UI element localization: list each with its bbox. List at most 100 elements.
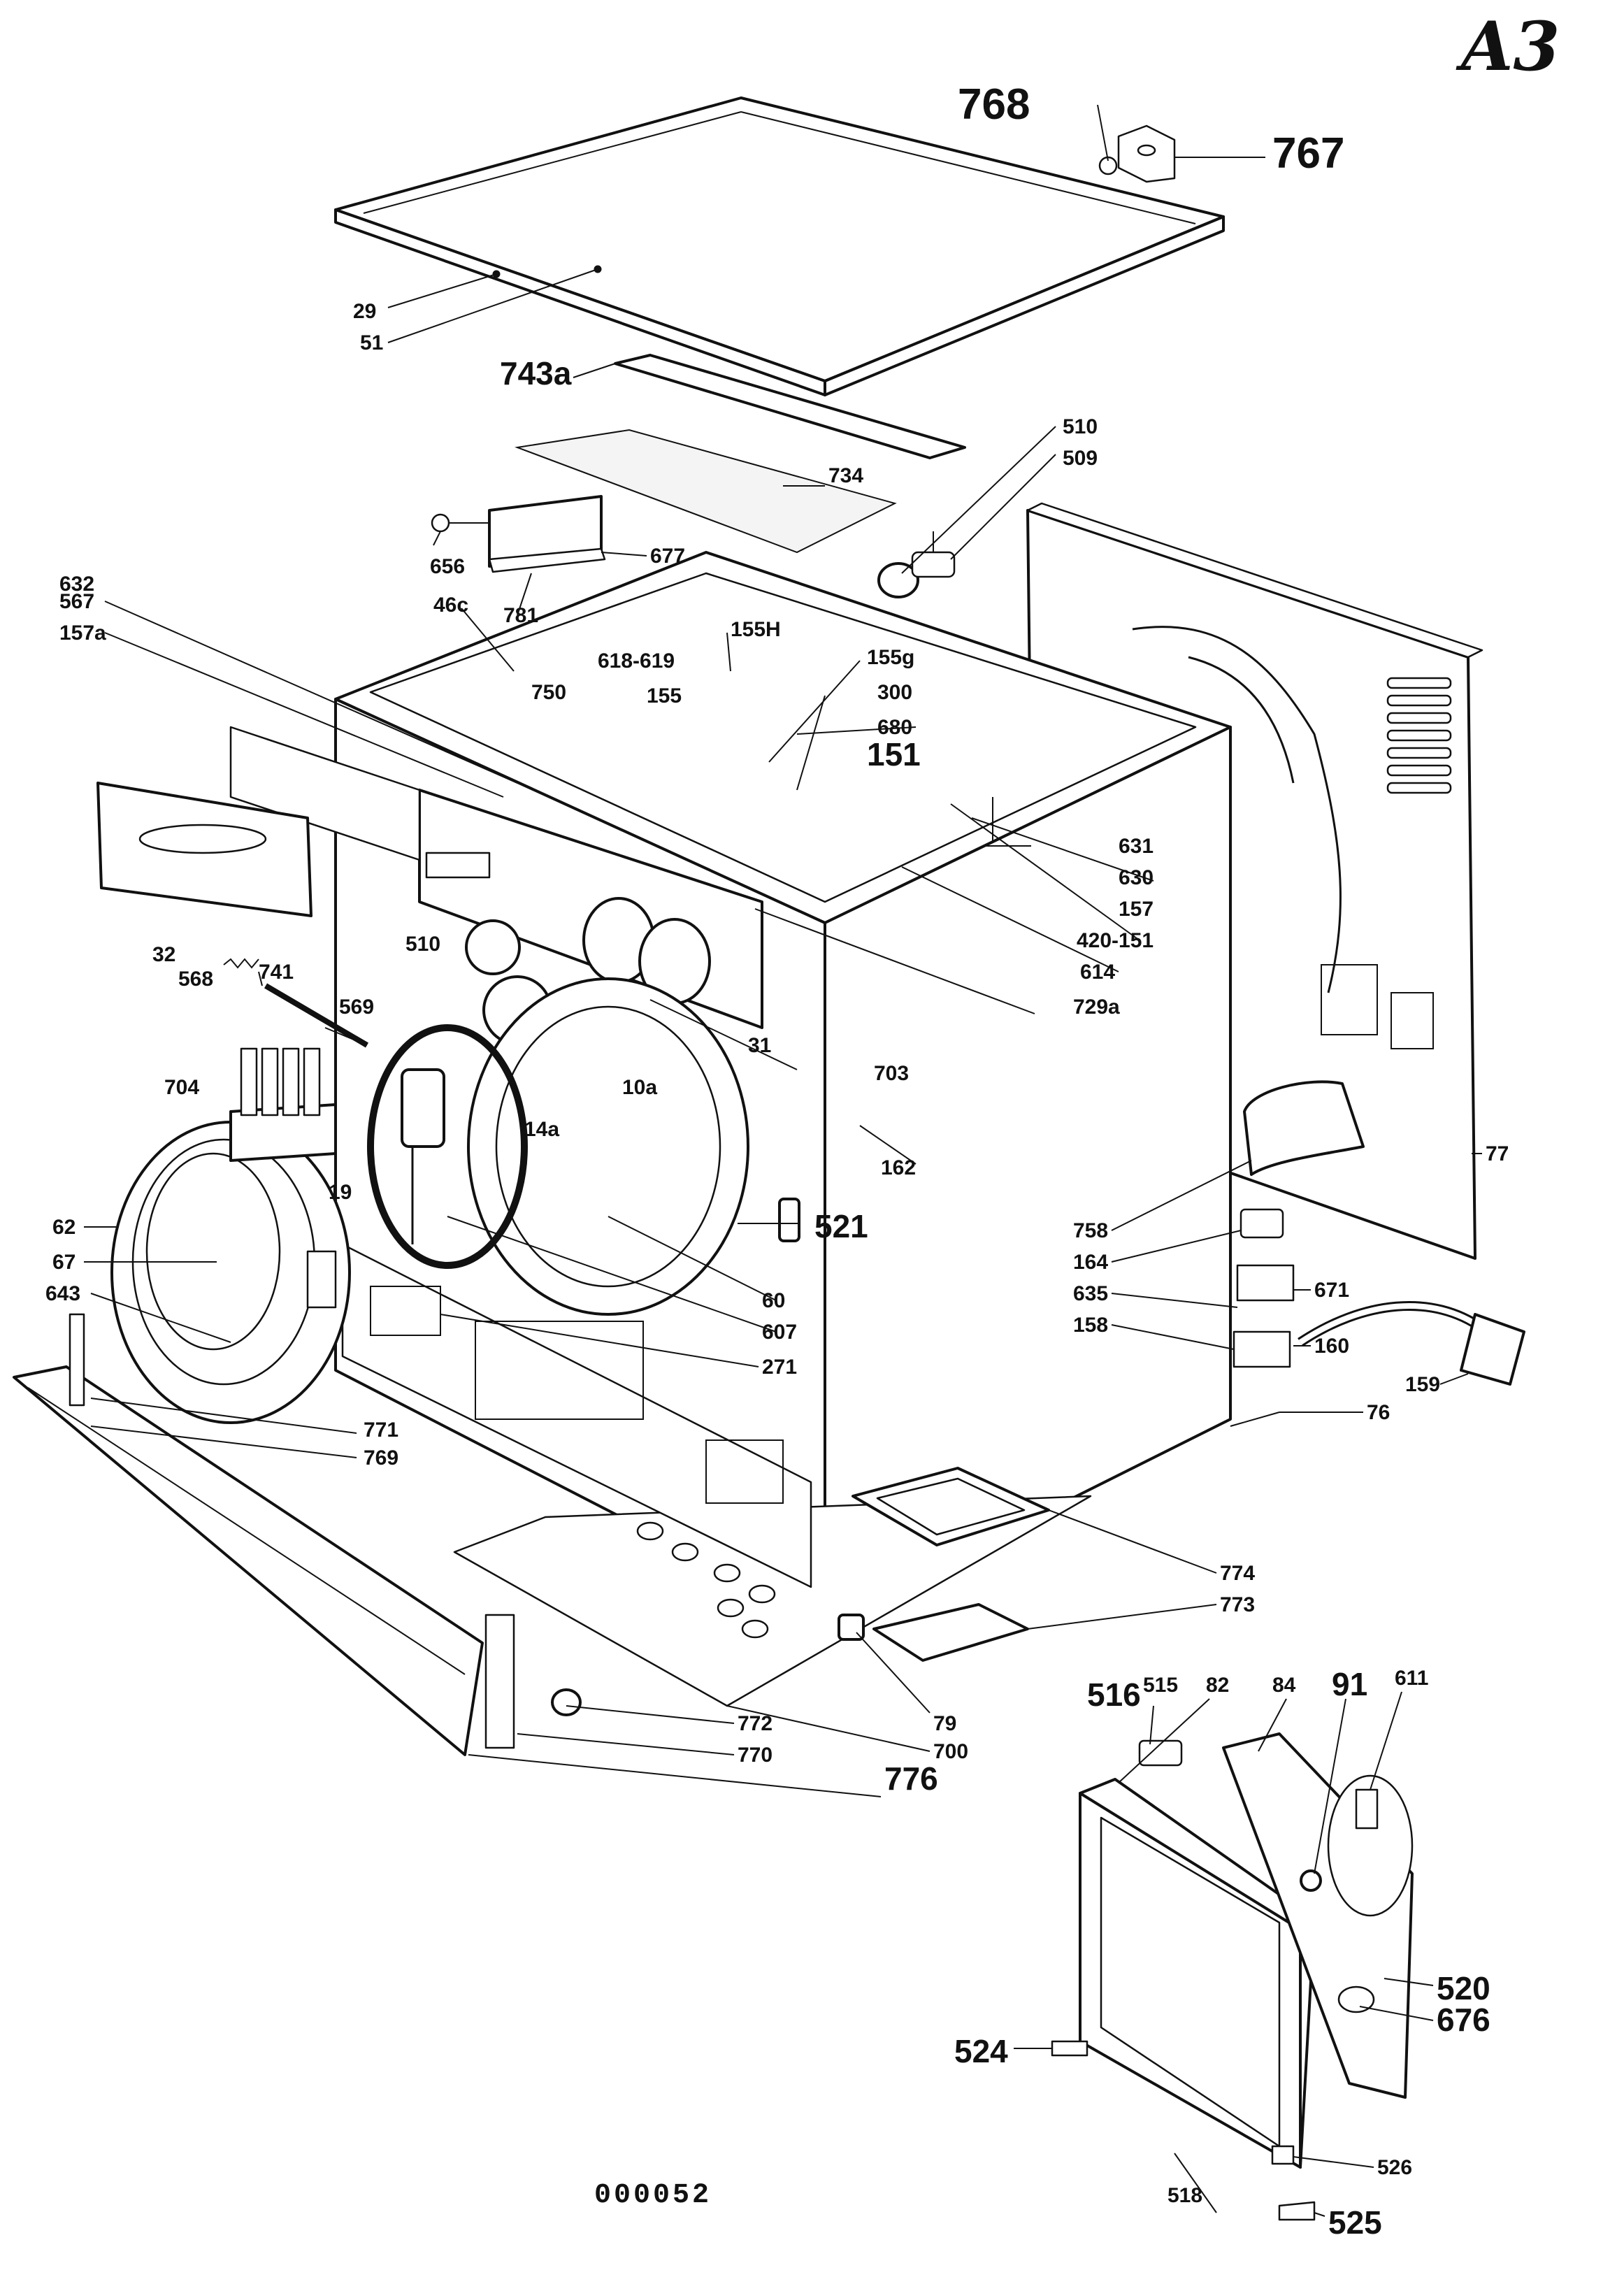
callout-772: 772 (738, 1712, 773, 1735)
door-seal (367, 1024, 528, 1269)
rear-vents (1386, 677, 1452, 794)
grommets (636, 1521, 776, 1639)
callout-516: 516 (1087, 1676, 1141, 1713)
callout-770: 770 (738, 1744, 773, 1767)
callout-labels: 768 767 29 51 743a 510 509 734 656 677 7… (45, 80, 1509, 2241)
callout-510-mid: 510 (405, 933, 440, 956)
callout-155h: 155H (731, 618, 781, 641)
callout-618-619: 618-619 (598, 649, 675, 673)
callout-46c: 46c (433, 594, 468, 617)
callout-569: 569 (339, 996, 374, 1019)
callout-67: 67 (52, 1251, 76, 1274)
callout-151: 151 (867, 736, 921, 773)
sheet-number: 000052 (594, 2180, 712, 2211)
callout-521: 521 (814, 1208, 868, 1244)
callout-19: 19 (329, 1181, 352, 1204)
callout-769: 769 (364, 1446, 398, 1470)
top-lid (334, 96, 1225, 396)
callout-76: 76 (1367, 1401, 1390, 1424)
callout-420-151: 420-151 (1077, 929, 1154, 952)
callout-671: 671 (1314, 1279, 1349, 1302)
push-rod (223, 958, 369, 1048)
filter-box (431, 495, 606, 573)
heater-tube (401, 1068, 445, 1244)
callout-729a: 729a (1073, 996, 1120, 1019)
kick-plate-brackets (69, 1313, 582, 1749)
exhaust-duct (1243, 1080, 1365, 1176)
callout-157: 157 (1119, 898, 1154, 921)
callout-271: 271 (762, 1356, 797, 1379)
callout-524: 524 (954, 2033, 1008, 2069)
callout-160: 160 (1314, 1335, 1349, 1358)
page-code: A3 (1456, 7, 1560, 86)
callout-84: 84 (1272, 1674, 1296, 1697)
callout-771: 771 (364, 1418, 398, 1442)
callout-776: 776 (884, 1760, 938, 1797)
right-side-fittings (1233, 1208, 1295, 1368)
service-door-frame (1079, 1778, 1316, 2169)
callout-29: 29 (353, 300, 376, 323)
callout-158: 158 (1073, 1314, 1108, 1337)
drum-opening (467, 977, 749, 1316)
callout-656: 656 (430, 555, 465, 578)
callout-631: 631 (1119, 835, 1154, 858)
callout-510-top: 510 (1063, 415, 1098, 438)
callout-781: 781 (503, 604, 538, 627)
callout-635: 635 (1073, 1282, 1108, 1305)
callout-14a: 14a (524, 1118, 559, 1141)
callout-680: 680 (877, 716, 912, 739)
callout-750: 750 (531, 681, 566, 704)
callout-643: 643 (45, 1282, 80, 1305)
callout-700: 700 (933, 1740, 968, 1763)
callout-611: 611 (1395, 1667, 1428, 1690)
callout-155: 155 (647, 684, 682, 708)
callout-703: 703 (874, 1062, 909, 1085)
callout-77: 77 (1486, 1142, 1509, 1165)
callout-741: 741 (259, 961, 294, 984)
callout-62: 62 (52, 1216, 76, 1239)
callout-10a: 10a (622, 1076, 657, 1099)
thermostat-top (877, 531, 956, 598)
callout-774: 774 (1220, 1562, 1255, 1585)
callout-567: 567 (59, 590, 94, 613)
callout-677: 677 (650, 545, 685, 568)
callout-607: 607 (762, 1321, 797, 1344)
button-block (229, 1047, 337, 1162)
hinge-bracket (1098, 124, 1176, 183)
callout-509: 509 (1063, 447, 1098, 470)
callout-614: 614 (1080, 961, 1115, 984)
callout-157a: 157a (59, 622, 106, 645)
lid-front-strip (614, 354, 966, 459)
callout-155g: 155g (867, 646, 914, 669)
callout-632: 632 (59, 573, 94, 596)
kick-plate (13, 1365, 484, 1756)
callout-568: 568 (178, 968, 213, 991)
callout-526: 526 (1377, 2156, 1412, 2179)
callout-525: 525 (1328, 2204, 1382, 2241)
callout-630: 630 (1119, 866, 1154, 889)
callout-32: 32 (152, 943, 175, 966)
button-cover (96, 782, 312, 917)
callout-31: 31 (748, 1034, 771, 1057)
callout-520: 520 (1437, 1970, 1490, 2006)
callout-164: 164 (1073, 1251, 1108, 1274)
callout-704: 704 (164, 1076, 199, 1099)
callout-743a: 743a (500, 355, 572, 392)
callout-676: 676 (1437, 2002, 1490, 2038)
callout-515: 515 (1143, 1674, 1178, 1697)
callout-60: 60 (762, 1289, 785, 1312)
callout-79: 79 (933, 1712, 956, 1735)
mains-cable (1298, 1301, 1525, 1386)
callout-734: 734 (828, 464, 863, 487)
callout-159: 159 (1405, 1373, 1440, 1396)
callout-518: 518 (1167, 2184, 1202, 2207)
callout-768: 768 (958, 80, 1030, 129)
callout-162: 162 (881, 1156, 916, 1179)
callout-82: 82 (1206, 1674, 1229, 1697)
insulation-sheet (515, 429, 897, 554)
door-hook (778, 1198, 800, 1242)
service-door-fittings (1051, 1739, 1379, 2221)
callout-767: 767 (1272, 129, 1344, 178)
callout-300: 300 (877, 681, 912, 704)
